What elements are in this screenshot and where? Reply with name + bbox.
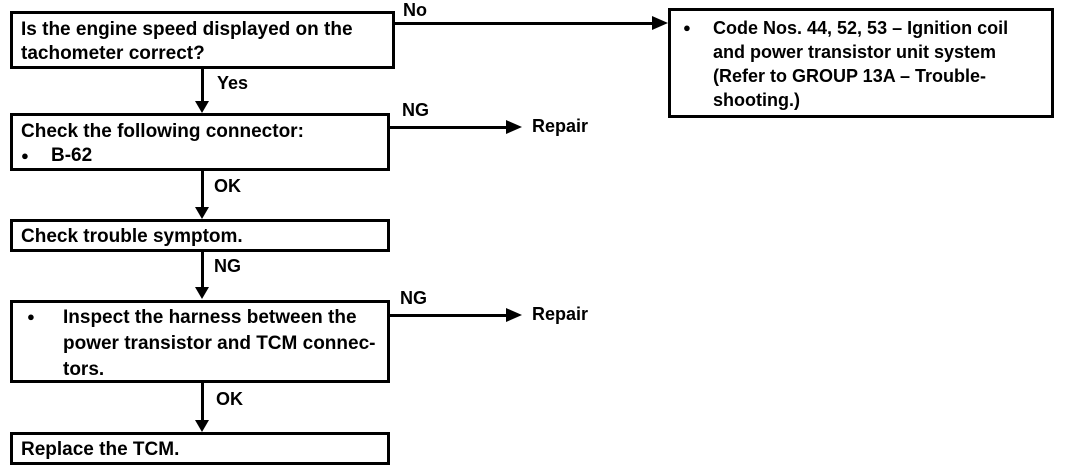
- arrowhead-down-icon: [195, 207, 209, 219]
- branch-label-yes: Yes: [217, 73, 249, 93]
- box-text-line: tachometer correct?: [21, 43, 205, 64]
- box-text-line: tors.: [63, 359, 105, 380]
- bullet-item-text: B-62: [51, 145, 93, 166]
- connector-line-no: [395, 22, 654, 25]
- bullet-icon: ●: [21, 148, 29, 163]
- terminal-label-repair: Repair: [532, 304, 589, 324]
- bullet-item-text: Inspect the harness between the power tr…: [63, 305, 375, 383]
- box-text-line: and power transistor unit system: [713, 42, 997, 62]
- flow-box-check-connector: Check the following connector: ● B-62: [10, 113, 390, 171]
- flow-box-code-reference: ● Code Nos. 44, 52, 53 – Ignition coil a…: [668, 8, 1054, 118]
- branch-label-ok: OK: [214, 176, 241, 196]
- box-text-line: power transistor and TCM connec-: [63, 333, 376, 354]
- box-text-line: Is the engine speed displayed on the: [21, 19, 353, 40]
- arrowhead-down-icon: [195, 287, 209, 299]
- box-text-line: Check the following connector:: [21, 121, 304, 142]
- flow-box-inspect-harness: ● Inspect the harness between the power …: [10, 300, 390, 383]
- connector-line-ng: [201, 252, 204, 293]
- bullet-icon: ●: [27, 309, 35, 324]
- box-text-line: Code Nos. 44, 52, 53 – Ignition coil: [713, 18, 1009, 38]
- flow-box-replace-tcm: Replace the TCM.: [10, 432, 390, 465]
- arrowhead-right-icon: [506, 120, 522, 134]
- bullet-item: ● B-62: [21, 144, 379, 168]
- bullet-item-text: Code Nos. 44, 52, 53 – Ignition coil and…: [713, 16, 1008, 112]
- terminal-label-repair: Repair: [532, 116, 589, 136]
- box-text-line: Check trouble symptom.: [21, 226, 243, 247]
- connector-line-ok: [201, 383, 204, 426]
- branch-label-ng: NG: [402, 100, 429, 120]
- box-text-line: shooting.): [713, 90, 800, 110]
- box-text-line: Replace the TCM.: [21, 439, 180, 460]
- box-text-line: Inspect the harness between the: [63, 307, 357, 328]
- branch-label-ng: NG: [400, 288, 427, 308]
- bullet-icon: ●: [683, 20, 691, 35]
- connector-line-ng: [390, 126, 508, 129]
- branch-label-no: No: [403, 0, 427, 20]
- connector-line-ng: [390, 314, 508, 317]
- connector-line-yes: [201, 69, 204, 107]
- branch-label-ok: OK: [216, 389, 243, 409]
- box-text-line: (Refer to GROUP 13A – Trouble-: [713, 66, 987, 86]
- branch-label-ng: NG: [214, 256, 241, 276]
- bullet-item: ● Inspect the harness between the power …: [27, 305, 381, 383]
- bullet-item: ● Code Nos. 44, 52, 53 – Ignition coil a…: [683, 16, 1045, 112]
- arrowhead-right-icon: [506, 308, 522, 322]
- arrowhead-down-icon: [195, 420, 209, 432]
- arrowhead-down-icon: [195, 101, 209, 113]
- flow-box-tachometer-question: Is the engine speed displayed on the tac…: [10, 11, 395, 69]
- connector-line-ok: [201, 171, 204, 213]
- arrowhead-right-icon: [652, 16, 668, 30]
- flow-box-check-symptom: Check trouble symptom.: [10, 219, 390, 252]
